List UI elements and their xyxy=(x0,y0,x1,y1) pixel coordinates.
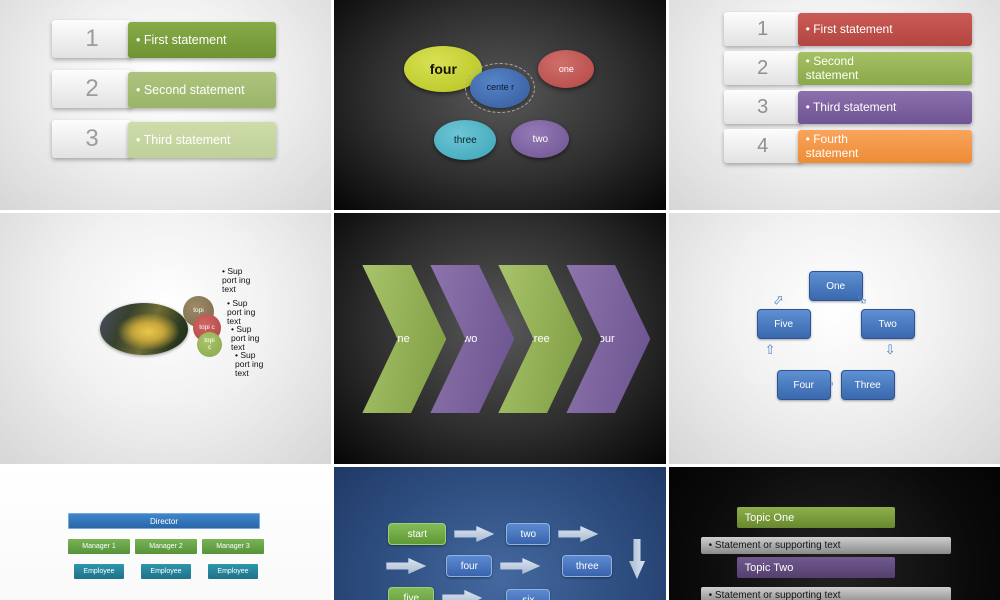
slide-thumb-org-chart[interactable]: Director Manager 1 Manager 2 Manager 3 E… xyxy=(0,467,332,600)
cycle-arrow-icon: ⇧ xyxy=(764,342,776,357)
slide-thumb-chevrons[interactable]: One Two Three Four xyxy=(334,213,666,464)
duckling-photo xyxy=(100,303,188,355)
flow-box: three xyxy=(562,555,613,577)
statement-bar: • Second statement xyxy=(128,72,276,108)
topic-circle: topi c xyxy=(197,332,222,357)
statement-row: 2 • Second statement xyxy=(723,51,974,85)
org-employee-bar: Employee xyxy=(74,564,124,579)
slide-thumb-numbered-green[interactable]: 1 • First statement 2 • Second statement… xyxy=(0,0,332,210)
flow-arrow-down-icon xyxy=(629,539,645,579)
number-box: 2 xyxy=(52,70,132,108)
supporting-text: • Sup port ing text xyxy=(222,266,251,295)
flow-box: start xyxy=(388,523,447,545)
slide-thumb-topic-statements[interactable]: Topic One • Statement or supporting text… xyxy=(668,467,1000,600)
number-box: 1 xyxy=(723,12,802,46)
statement-bar: • Second statement xyxy=(797,52,972,85)
slide-thumb-ellipses[interactable]: four cente r one three two xyxy=(334,0,666,210)
ellipse-two: two xyxy=(511,120,570,158)
slide-thumb-numbered-multicolor[interactable]: 1 • First statement 2 • Second statement… xyxy=(668,0,1000,210)
flow-arrow-icon xyxy=(500,558,541,574)
number-box: 4 xyxy=(723,129,802,163)
slide-thumb-flow[interactable]: start two four three five six xyxy=(334,467,666,600)
org-employee-bar: Employee xyxy=(141,564,191,579)
slide-thumb-picture-topics[interactable]: topi topi c topi c • Sup port ing text •… xyxy=(0,213,332,464)
org-manager-bar: Manager 1 xyxy=(68,539,130,554)
org-manager-bar: Manager 2 xyxy=(135,539,197,554)
statement-bar: • First statement xyxy=(797,13,972,46)
org-manager-bar: Manager 3 xyxy=(202,539,264,554)
supporting-text: • Sup port ing text xyxy=(231,324,260,353)
topic-bar: Topic One xyxy=(736,507,895,528)
number-box: 1 xyxy=(52,20,132,58)
number-box: 3 xyxy=(723,90,802,124)
statement-row: 2 • Second statement xyxy=(52,70,282,108)
cycle-arrow-icon: ⇨ xyxy=(768,290,788,309)
flow-box: two xyxy=(506,523,551,545)
flow-arrow-icon xyxy=(442,590,483,600)
flow-box: four xyxy=(446,555,493,577)
topic-bar: Topic Two xyxy=(736,557,895,578)
flow-arrow-icon xyxy=(386,558,427,574)
slide-thumb-cycle[interactable]: One Two Three Four Five ⇨ ⇩ ⇦ ⇧ ⇨ xyxy=(668,213,1000,464)
cycle-node: One xyxy=(808,271,863,301)
cycle-arrow-icon: ⇦ xyxy=(822,376,834,391)
supporting-text: • Sup port ing text xyxy=(235,350,264,379)
statement-row: 3 • Third statement xyxy=(52,120,282,158)
statement-bar: • Fourth statement xyxy=(797,130,972,163)
statement-row: 1 • First statement xyxy=(52,20,282,58)
ellipse-center-selected: cente r xyxy=(465,63,536,113)
org-employee-bar: Employee xyxy=(208,564,258,579)
org-director-bar: Director xyxy=(68,513,260,529)
number-box: 2 xyxy=(723,51,802,85)
statement-row: 4 • Fourth statement xyxy=(723,129,974,163)
statement-bar: • Statement or supporting text xyxy=(700,537,951,554)
ellipse-one: one xyxy=(538,50,595,88)
statement-bar: • Third statement xyxy=(797,91,972,124)
cycle-node: Three xyxy=(840,370,895,400)
statement-bar: • Statement or supporting text xyxy=(700,587,951,600)
flow-box: five xyxy=(388,587,435,600)
ellipse-four: four xyxy=(404,46,483,92)
ellipse-three: three xyxy=(434,120,497,160)
number-box: 3 xyxy=(52,120,132,158)
cycle-arrow-icon: ⇩ xyxy=(884,342,896,357)
cycle-node: Four xyxy=(776,370,831,400)
flow-box: six xyxy=(506,589,551,600)
statement-bar: • First statement xyxy=(128,22,276,58)
cycle-node: Five xyxy=(756,309,811,339)
chevron-step: One xyxy=(362,265,447,413)
supporting-text: • Sup port ing text xyxy=(227,298,256,327)
flow-arrow-icon xyxy=(454,526,495,542)
cycle-node: Two xyxy=(860,309,915,339)
statement-row: 3 • Third statement xyxy=(723,90,974,124)
flow-arrow-icon xyxy=(558,526,599,542)
statement-row: 1 • First statement xyxy=(723,12,974,46)
statement-bar: • Third statement xyxy=(128,122,276,158)
